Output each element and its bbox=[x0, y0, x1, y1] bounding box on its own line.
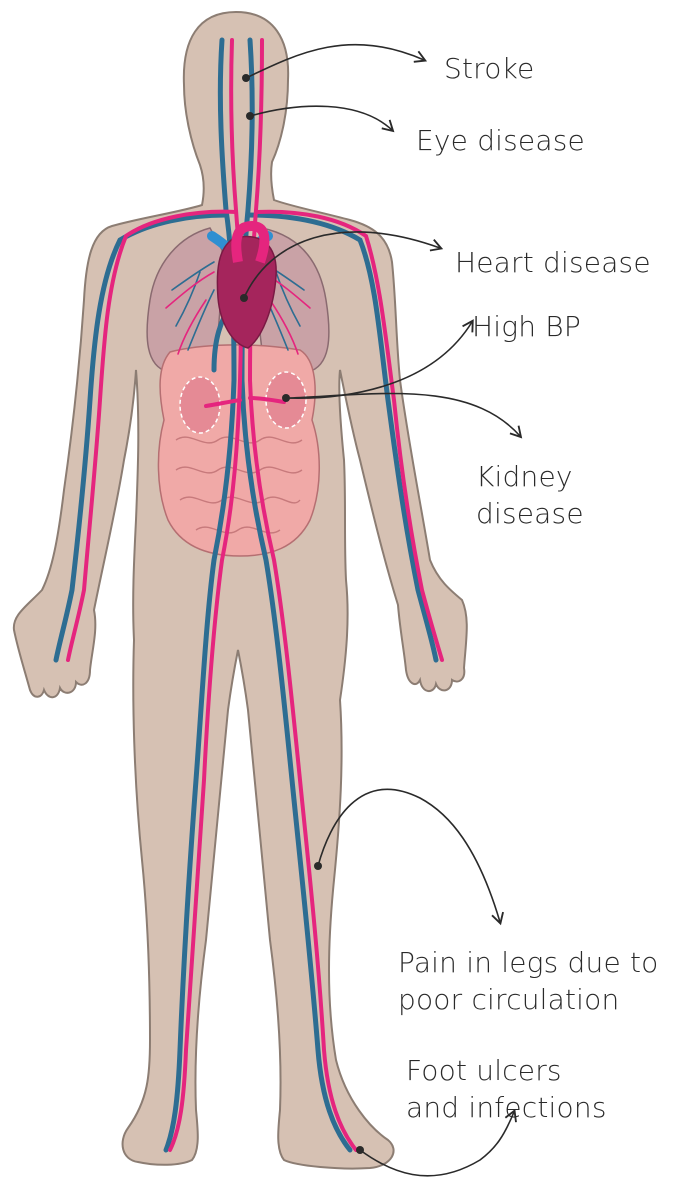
foot-ulcers-dot bbox=[356, 1146, 364, 1154]
label-heart-disease: Heart disease bbox=[455, 244, 651, 281]
label-leg-pain: Pain in legs due to poor circulation bbox=[398, 944, 659, 1018]
label-stroke: Stroke bbox=[444, 50, 534, 87]
leg-pain-dot bbox=[314, 862, 322, 870]
label-foot-ulcers-line1: Foot ulcers bbox=[406, 1052, 607, 1089]
label-eye-disease: Eye disease bbox=[416, 122, 585, 159]
label-kidney-line2: disease bbox=[476, 495, 584, 532]
leg-pain-leader bbox=[318, 789, 500, 922]
label-foot-ulcers: Foot ulcers and infections bbox=[406, 1052, 607, 1126]
heart-disease-dot bbox=[240, 294, 248, 302]
label-kidney-line1: Kidney bbox=[476, 458, 584, 495]
label-leg-pain-line1: Pain in legs due to bbox=[398, 944, 659, 981]
eye-disease-dot bbox=[246, 112, 254, 120]
label-kidney-disease: Kidney disease bbox=[476, 458, 584, 532]
label-high-bp: High BP bbox=[472, 308, 581, 345]
label-foot-ulcers-line2: and infections bbox=[406, 1089, 607, 1126]
stroke-dot bbox=[242, 74, 250, 82]
kidney-dot bbox=[282, 394, 290, 402]
label-leg-pain-line2: poor circulation bbox=[398, 981, 659, 1018]
